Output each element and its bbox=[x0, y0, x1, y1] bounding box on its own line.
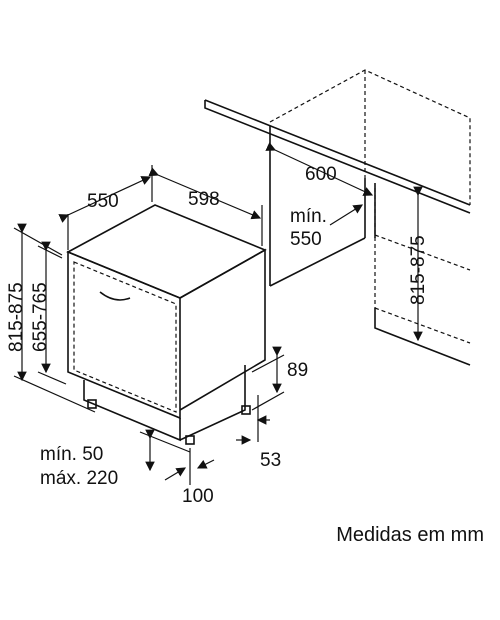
label-815-875-left: 815-875 bbox=[6, 282, 27, 352]
dim-100 bbox=[164, 448, 215, 485]
dim-655-765 bbox=[37, 241, 67, 385]
door-handle bbox=[99, 291, 131, 301]
label-550-depth: 550 bbox=[87, 191, 119, 212]
label-53: 53 bbox=[260, 450, 281, 471]
foot-left bbox=[87, 399, 97, 409]
label-max-220: máx. 220 bbox=[40, 468, 118, 489]
countertop-niche bbox=[204, 69, 471, 366]
dim-598-width bbox=[148, 167, 263, 246]
dim-53 bbox=[236, 395, 270, 445]
label-min-50: mín. 50 bbox=[40, 444, 103, 465]
label-100: 100 bbox=[182, 486, 214, 507]
caption: Medidas em mm bbox=[336, 524, 484, 546]
label-600-niche: 600 bbox=[305, 164, 337, 185]
dim-89 bbox=[251, 346, 285, 411]
label-550-niche: 550 bbox=[290, 229, 322, 250]
label-655-765: 655-765 bbox=[30, 282, 51, 352]
dim-min50-max220 bbox=[139, 429, 191, 472]
label-89: 89 bbox=[287, 360, 308, 381]
label-598-width: 598 bbox=[188, 189, 220, 210]
label-min: mín. bbox=[290, 206, 327, 227]
foot-right bbox=[241, 405, 251, 415]
label-815-875-right: 815-875 bbox=[408, 235, 429, 305]
foot-front bbox=[185, 435, 195, 445]
dim-600-niche bbox=[265, 142, 374, 196]
dim-815-875-left bbox=[13, 223, 96, 413]
dishwasher-body bbox=[66, 204, 267, 445]
dim-min-550 bbox=[329, 204, 364, 226]
